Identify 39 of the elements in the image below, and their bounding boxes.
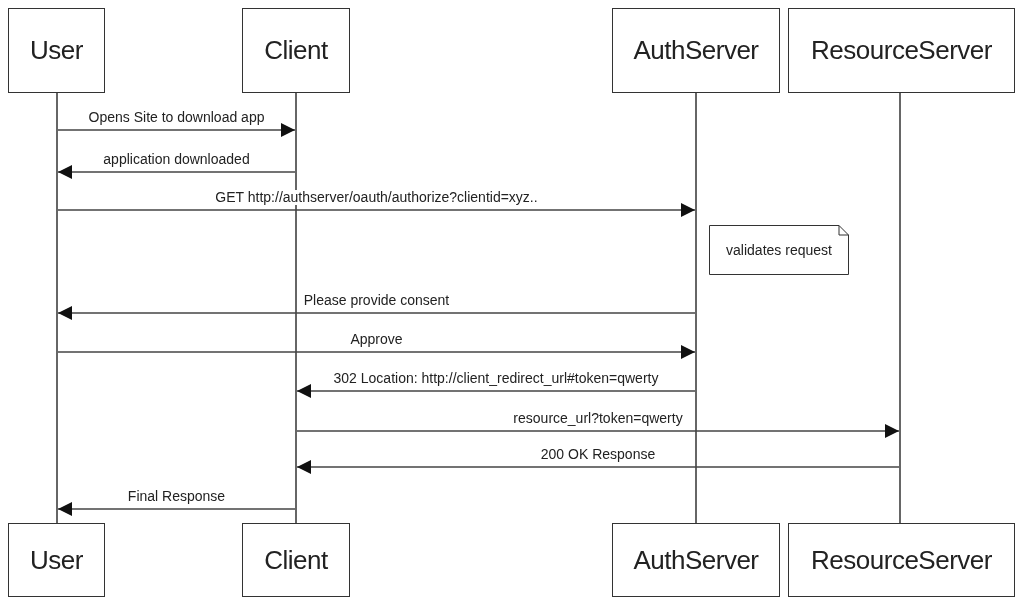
participant-name: AuthServer (633, 544, 759, 576)
note-text: validates request (726, 242, 832, 258)
participant-box (612, 523, 780, 597)
lifeline (695, 93, 697, 523)
message-label: GET http://authserver/oauth/authorize?clientid=xyz.. (213, 190, 540, 205)
participant-box (242, 523, 350, 597)
participant-name: ResourceServer (811, 35, 992, 66)
message-label: Approve (348, 332, 405, 347)
message-arrow (57, 345, 696, 359)
participant-name: AuthServer (633, 35, 759, 66)
lifeline (899, 93, 901, 523)
message-label: application downloaded (101, 152, 252, 167)
message-label: 302 Location: http://client_redirect_url#token=qwerty (331, 371, 661, 386)
message-arrow (57, 306, 696, 320)
participant-name: Client (264, 35, 328, 66)
participant-box (8, 523, 105, 597)
message-label: resource_url?token=qwerty (511, 411, 685, 426)
message-arrow (57, 502, 296, 516)
participant-name: Client (264, 544, 328, 576)
participant-box (242, 8, 350, 93)
message-arrow (57, 203, 696, 217)
message-label: Please provide consent (301, 293, 452, 308)
participant-name: ResourceServer (811, 544, 992, 576)
lifeline (295, 93, 297, 523)
participant-name: User (30, 544, 83, 576)
message-arrow (296, 424, 900, 438)
message-label: Opens Site to download app (86, 110, 267, 125)
message-label: 200 OK Response (538, 447, 658, 462)
message-arrow (57, 123, 296, 137)
participant-name: User (30, 35, 83, 66)
participant-box (8, 8, 105, 93)
message-arrow (296, 460, 900, 474)
message-label: Final Response (125, 489, 228, 504)
message-arrow (296, 384, 696, 398)
participant-box (788, 523, 1015, 597)
participant-box (612, 8, 780, 93)
lifeline (56, 93, 58, 523)
participant-box (788, 8, 1015, 93)
message-arrow (57, 165, 296, 179)
